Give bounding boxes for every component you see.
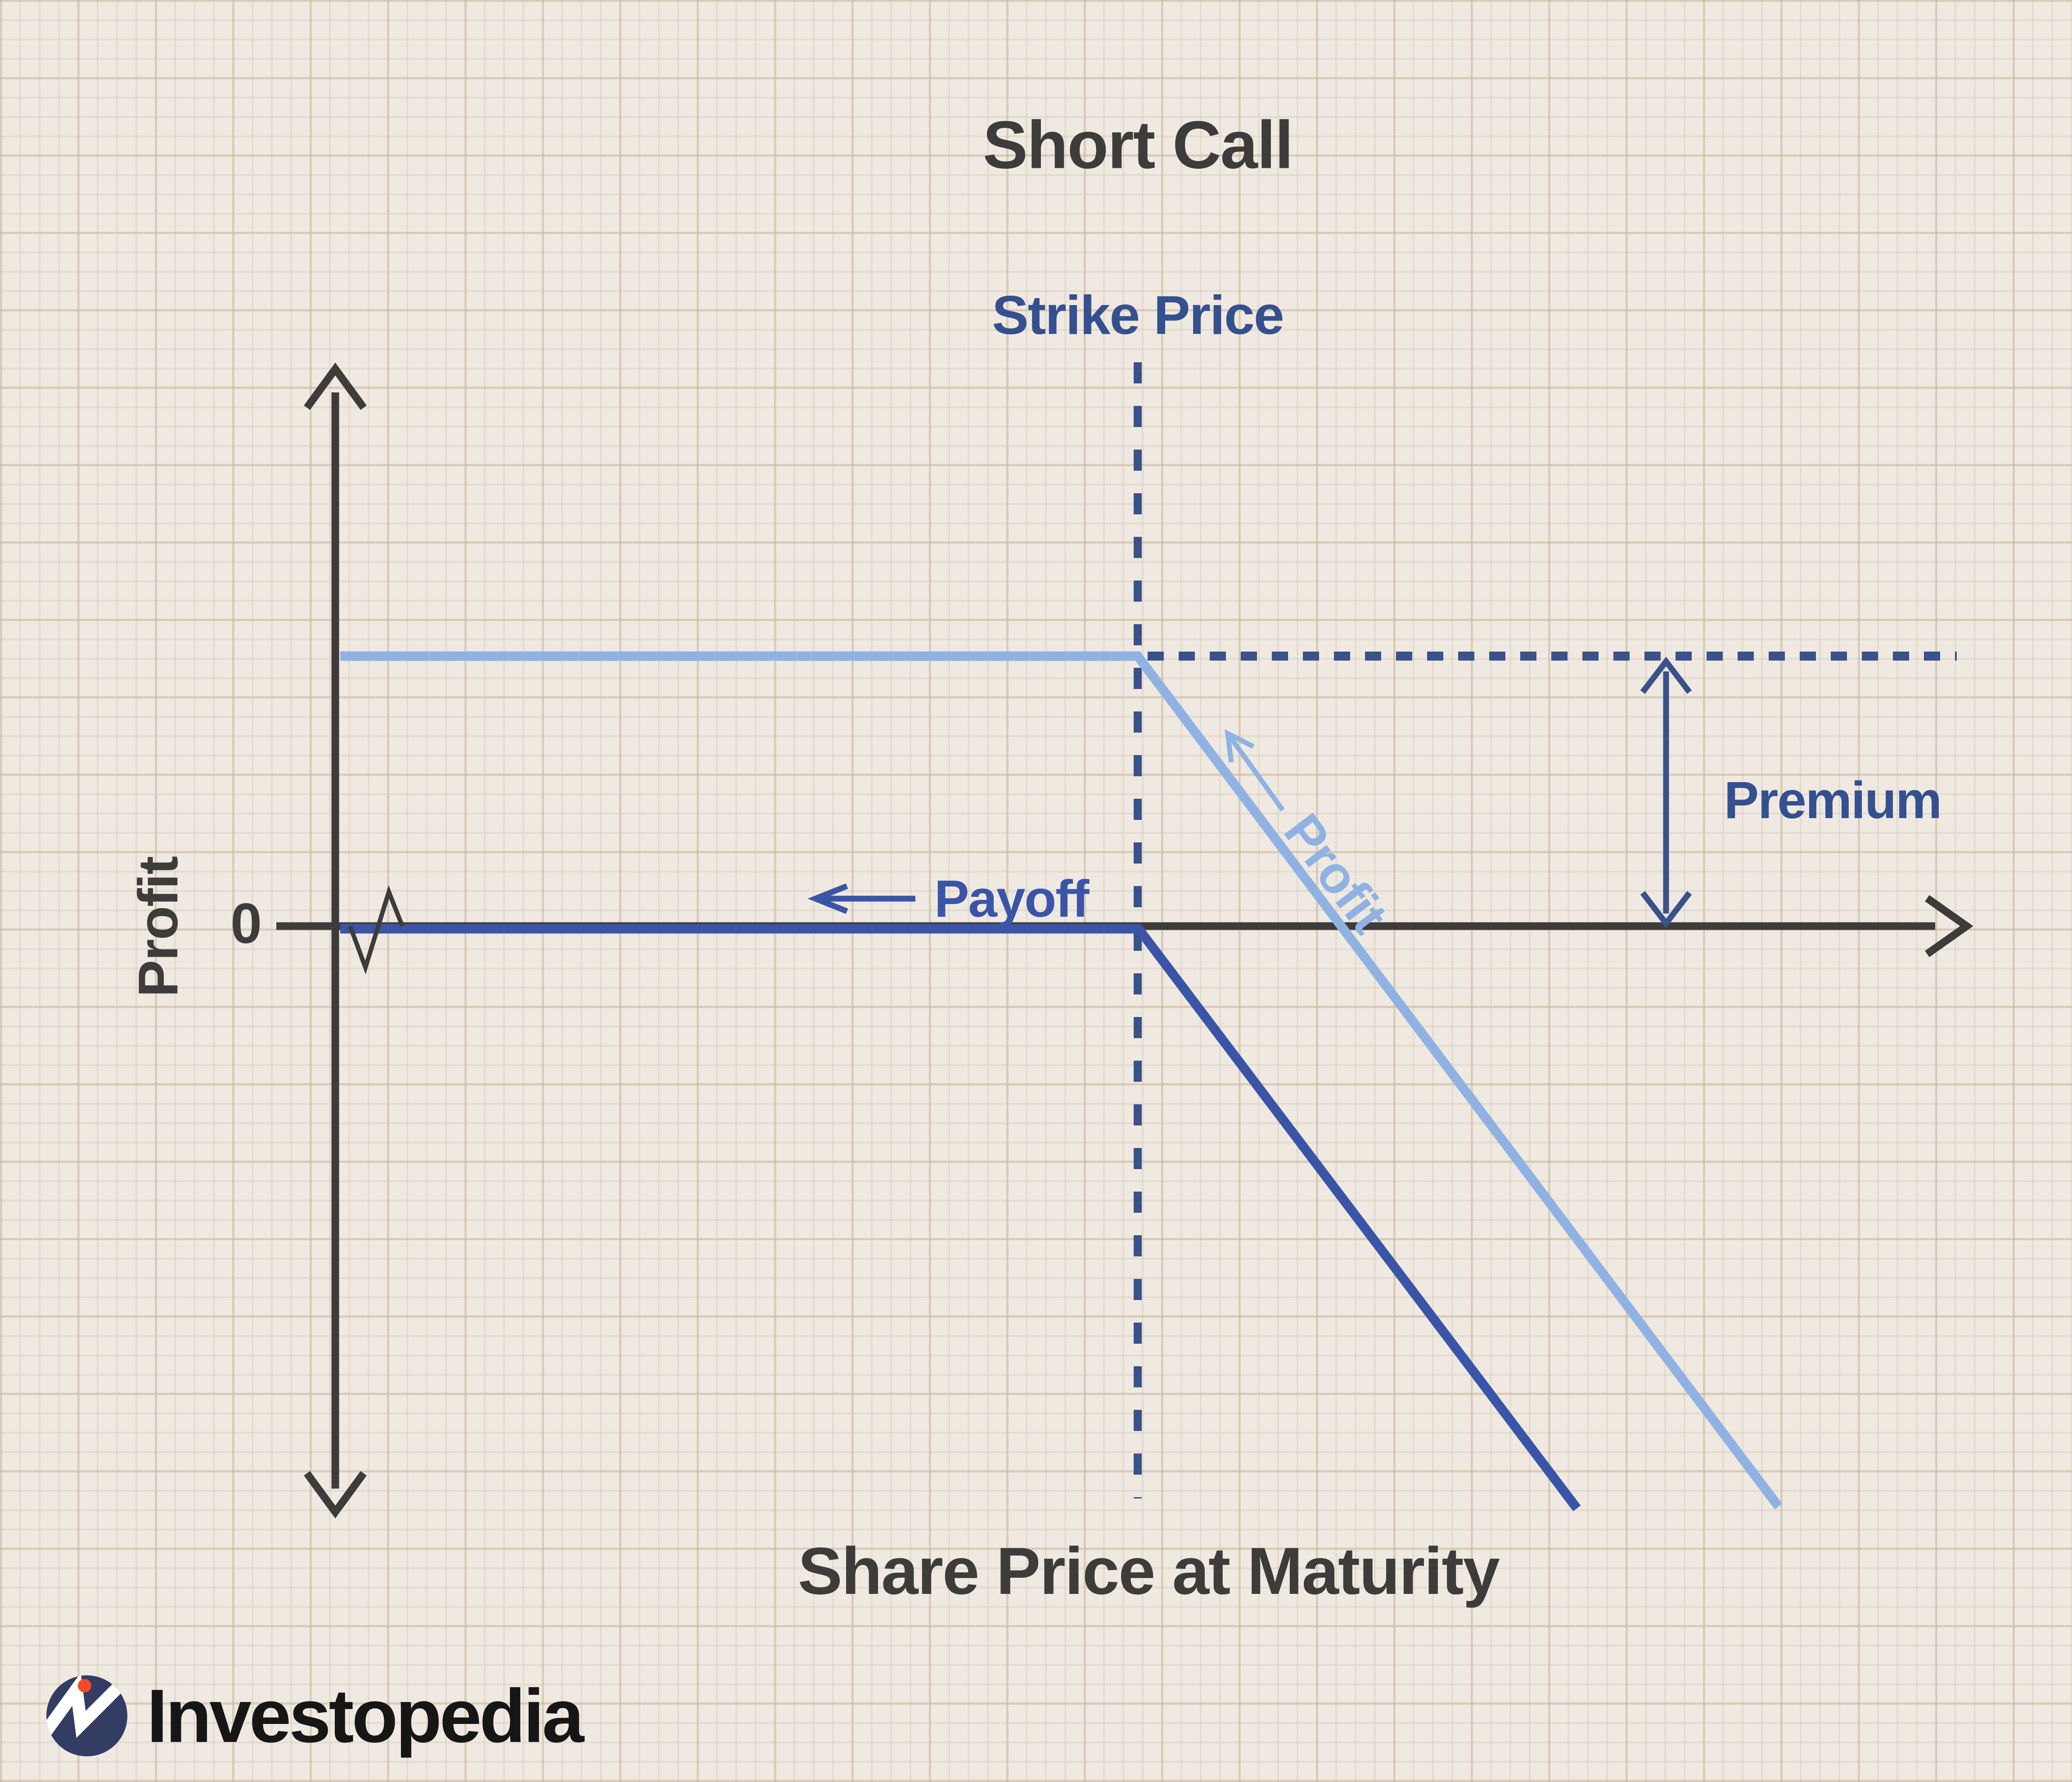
x-axis-title: Share Price at Maturity bbox=[798, 1534, 1500, 1608]
y-axis-arrow-down-icon bbox=[304, 1471, 367, 1519]
profit-line bbox=[340, 651, 1783, 1510]
logo-dot bbox=[78, 1679, 91, 1692]
x-axis-arrow-right-icon bbox=[1925, 895, 1973, 957]
premium-label: Premium bbox=[1724, 771, 1942, 829]
logo-bolt-icon bbox=[46, 1675, 122, 1738]
chart-title: Short Call bbox=[982, 107, 1293, 183]
profit-up-left-arrow-icon bbox=[1225, 729, 1285, 812]
zero-tick-label: 0 bbox=[230, 891, 262, 955]
y-axis-title: Profit bbox=[127, 857, 189, 997]
y-axis-arrow-up-icon bbox=[304, 362, 367, 410]
investopedia-logo-mark-icon bbox=[46, 1675, 127, 1756]
payoff-left-arrow-icon bbox=[807, 883, 915, 914]
strike-price-label: Strike Price bbox=[992, 284, 1284, 346]
payoff-label: Payoff bbox=[934, 869, 1090, 928]
premium-arrowhead-down-icon bbox=[1640, 891, 1692, 928]
premium-measure-arrow bbox=[1640, 657, 1692, 928]
investopedia-logo: Investopedia bbox=[46, 1674, 584, 1758]
premium-arrowhead-up-icon bbox=[1640, 657, 1692, 694]
logo-wordmark: Investopedia bbox=[147, 1674, 584, 1758]
axis-break-icon bbox=[348, 885, 405, 975]
payoff-line bbox=[340, 924, 1581, 1512]
payoff-callout: Payoff bbox=[806, 868, 1090, 929]
